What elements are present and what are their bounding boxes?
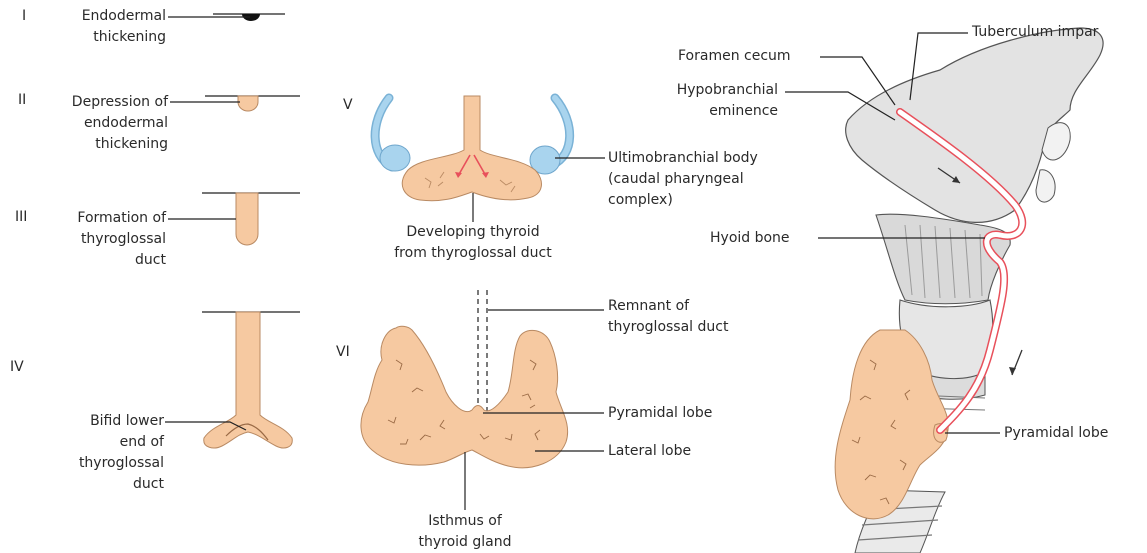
tuberculum-impar-label: Tuberculum impar [972, 22, 1098, 43]
stage-iv-label: Bifid lower end of thyroglossal duct [42, 411, 164, 495]
stage-iii-label: Formation of thyroglossal duct [42, 208, 166, 271]
stage-ii-label-line: endodermal [42, 113, 168, 134]
stage-iv-numeral: IV [10, 357, 24, 378]
isthmus-label: Isthmus of thyroid gland [400, 511, 530, 553]
stage-iv-drawing [202, 312, 300, 448]
hypobranchial-eminence-label: Hypobranchial eminence [628, 80, 778, 122]
stage-ii-numeral: II [18, 90, 26, 111]
hyoid-bone-label: Hyoid bone [710, 228, 790, 249]
stage-ii-drawing [205, 96, 300, 111]
stage-vi-drawing [361, 290, 568, 510]
stage-v-caption-line: Developing thyroid [368, 222, 578, 243]
stage-iii-label-line: thyroglossal [42, 229, 166, 250]
hypobranchial-label-line: Hypobranchial [628, 80, 778, 101]
ultimobranchial-label-line: (caudal pharyngeal [608, 169, 758, 190]
stage-ii-label-line: thickening [42, 134, 168, 155]
stage-iii-numeral: III [15, 207, 27, 228]
remnant-label-line: thyroglossal duct [608, 317, 728, 338]
stage-i-numeral: I [22, 6, 26, 27]
stage-i-label: Endodermal thickening [42, 6, 166, 48]
tongue-drawing [846, 28, 1103, 222]
stage-v-caption: Developing thyroid from thyroglossal duc… [368, 222, 578, 264]
stage-ii-label: Depression of endodermal thickening [42, 92, 168, 155]
stage-iii-label-line: Formation of [42, 208, 166, 229]
stage-iv-label-line: thyroglossal [42, 453, 164, 474]
stage-v-numeral: V [343, 95, 353, 116]
hypobranchial-label-line: eminence [628, 101, 778, 122]
right-pyramidal-lobe-label: Pyramidal lobe [1004, 423, 1108, 444]
lateral-lobe-label: Lateral lobe [608, 441, 691, 462]
isthmus-label-line: Isthmus of [400, 511, 530, 532]
remnant-label: Remnant of thyroglossal duct [608, 296, 728, 338]
stage-v-caption-line: from thyroglossal duct [368, 243, 578, 264]
ultimobranchial-label: Ultimobranchial body (caudal pharyngeal … [608, 148, 758, 211]
remnant-label-line: Remnant of [608, 296, 728, 317]
pyramidal-lobe-label: Pyramidal lobe [608, 403, 712, 424]
stage-ii-label-line: Depression of [42, 92, 168, 113]
isthmus-label-line: thyroid gland [400, 532, 530, 553]
foramen-cecum-label: Foramen cecum [678, 46, 791, 67]
stage-v-drawing [375, 96, 570, 222]
stage-i-label-line: thickening [42, 27, 166, 48]
stage-vi-numeral: VI [336, 342, 350, 363]
ultimobranchial-label-line: complex) [608, 190, 758, 211]
stage-i-label-line: Endodermal [42, 6, 166, 27]
stage-iv-label-line: Bifid lower [42, 411, 164, 432]
ultimobranchial-label-line: Ultimobranchial body [608, 148, 758, 169]
stage-iv-label-line: duct [42, 474, 164, 495]
stage-iv-label-line: end of [42, 432, 164, 453]
stage-iii-label-line: duct [42, 250, 166, 271]
